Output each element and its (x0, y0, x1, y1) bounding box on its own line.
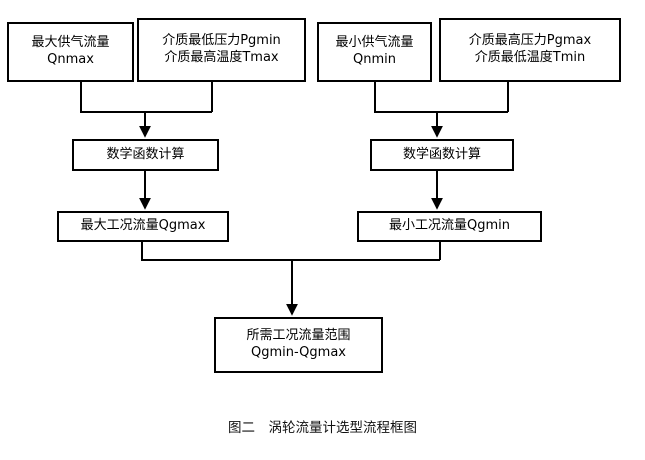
node-qgmax-label: 最大工况流量Qgmax (80, 218, 206, 234)
node-math-function-calculation-right: 数学函数计算 (370, 139, 514, 171)
node-pgmax-tmin-line1: 介质最高压力Pgmax (468, 33, 592, 49)
node-qnmax-line1: 最大供气流量 (31, 35, 110, 51)
node-min-working-condition-flow: 最小工况流量Qgmin (357, 211, 542, 242)
node-result-line2: Qgmin-Qgmax (251, 345, 346, 360)
node-qnmin-line2: Qnmin (353, 52, 396, 67)
node-math-function-calculation-left: 数学函数计算 (72, 139, 219, 171)
edge-qnmax-to-calc-left (80, 82, 212, 113)
node-pgmin-tmax-line2: 介质最高温度Tmax (164, 50, 279, 65)
edge-qnmin-to-calc-right (374, 82, 508, 113)
node-qnmin-line1: 最小供气流量 (335, 35, 414, 51)
node-max-working-condition-flow: 最大工况流量Qgmax (57, 211, 229, 242)
node-max-gas-supply-flow: 最大供气流量 Qnmax (7, 22, 134, 82)
node-pgmin-tmax-line1: 介质最低压力Pgmin (162, 33, 281, 49)
node-qnmax-line2: Qnmax (47, 52, 94, 67)
node-min-pressure-max-temperature: 介质最低压力Pgmin 介质最高温度Tmax (137, 18, 306, 82)
node-required-flow-range: 所需工况流量范围 Qgmin-Qgmax (214, 317, 383, 373)
edge-qgmax-to-result (141, 242, 440, 261)
node-calc-left-label: 数学函数计算 (106, 146, 185, 162)
figure-caption: 图二 涡轮流量计选型流程框图 (228, 420, 417, 436)
node-calc-right-label: 数学函数计算 (402, 146, 481, 162)
node-pgmax-tmin-line2: 介质最低温度Tmin (474, 50, 586, 65)
node-result-line1: 所需工况流量范围 (246, 328, 351, 344)
node-min-gas-supply-flow: 最小供气流量 Qnmin (317, 22, 432, 82)
node-max-pressure-min-temperature: 介质最高压力Pgmax 介质最低温度Tmin (439, 18, 621, 82)
node-qgmin-label: 最小工况流量Qgmin (389, 218, 510, 234)
